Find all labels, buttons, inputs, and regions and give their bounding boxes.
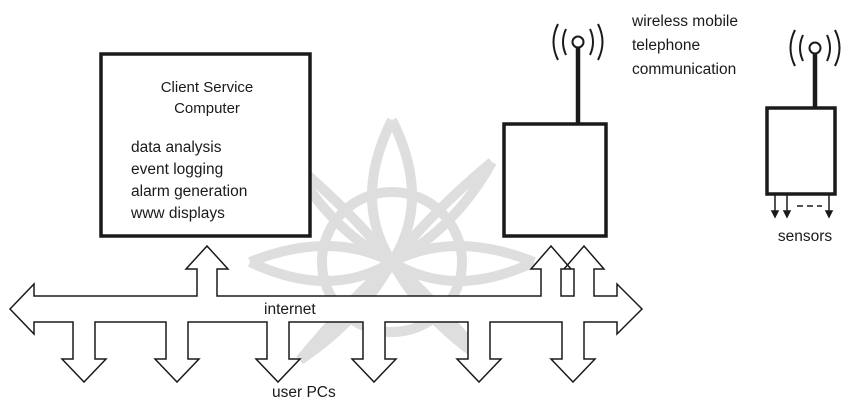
function-item: event logging	[131, 161, 223, 178]
client-service-computer: Client Service Computer data analysis ev…	[99, 52, 312, 238]
antenna-icon	[552, 23, 604, 61]
sensor-leads	[770, 194, 834, 219]
internet-bus	[8, 244, 644, 384]
wireless-base-station: wireless mobile telephone communication	[502, 13, 738, 238]
sensor-unit: sensors	[765, 29, 841, 245]
client-computer-box	[99, 52, 312, 238]
function-item: www displays	[130, 205, 225, 222]
sensors-label: sensors	[778, 228, 833, 245]
client-computer-title-line1: Client Service	[161, 79, 254, 96]
client-computer-title-line2: Computer	[174, 100, 240, 117]
wireless-label-line1: wireless mobile	[631, 13, 738, 30]
antenna-icon	[789, 29, 841, 67]
wireless-label-line2: telephone	[632, 37, 700, 54]
function-item: alarm generation	[131, 183, 247, 200]
watermark-emblem	[247, 117, 537, 365]
user-pcs-label: user PCs	[272, 384, 336, 401]
function-item: data analysis	[131, 139, 222, 156]
base-station-box	[502, 122, 608, 238]
sensor-unit-box	[765, 106, 837, 196]
internet-label: internet	[264, 301, 316, 318]
wireless-label-line3: communication	[632, 61, 736, 78]
